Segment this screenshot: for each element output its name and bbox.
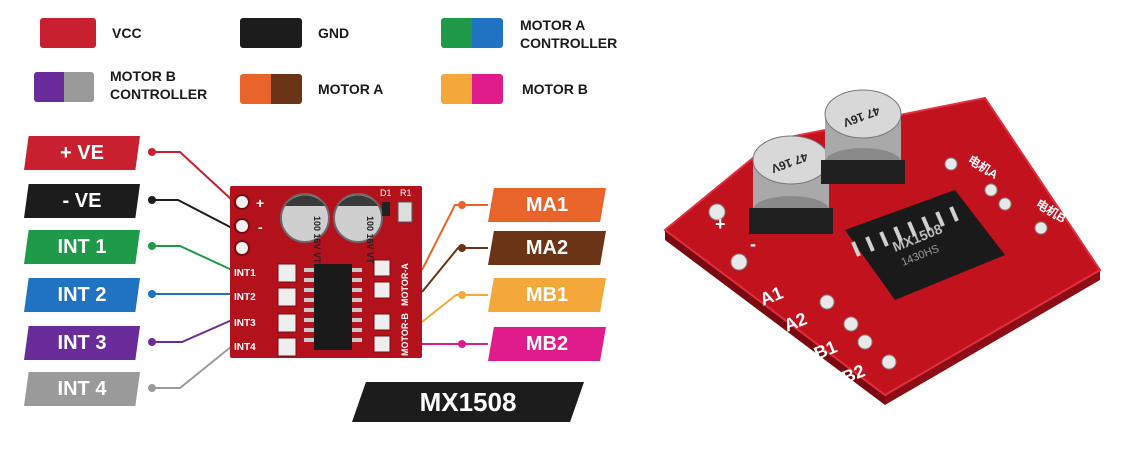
wire-int1 <box>152 246 232 270</box>
svg-text:INT3: INT3 <box>234 318 256 329</box>
product-photo: 47 16V 47 16V MX1508 1430HS + - 电机A 电机B … <box>655 80 1115 410</box>
photo-capacitor-1: 47 16V <box>749 136 833 234</box>
wire-mb1 <box>422 295 488 322</box>
pin-tag-int4: INT 4 <box>24 372 140 406</box>
wire-vcc <box>152 152 232 200</box>
module-title-banner: MX1508 <box>352 382 584 422</box>
pin-tag-mb1: MB1 <box>488 278 606 312</box>
board-d1-label: D1 <box>380 188 392 198</box>
board-plus-label: + <box>256 195 264 211</box>
board-motor-a-label: MOTOR-A <box>400 263 410 306</box>
module-board-diagram: + - 100 16V VT 100 16V VT D1 R1 INT1 INT… <box>230 186 430 366</box>
wire-ma2 <box>422 248 488 292</box>
board-minus-label: - <box>258 219 263 235</box>
pin-tag-int3: INT 3 <box>24 326 140 360</box>
board-r1-label: R1 <box>400 188 412 198</box>
photo-plus-label: + <box>715 214 726 234</box>
svg-text:INT2: INT2 <box>234 292 256 303</box>
wire-int4 <box>152 346 232 388</box>
pin-tag-vcc: + VE <box>24 136 140 170</box>
wire-ma1 <box>422 205 488 270</box>
board-motor-b-label: MOTOR-B <box>400 313 410 356</box>
pin-tag-ma2: MA2 <box>488 231 606 265</box>
svg-text:100 16V VT: 100 16V VT <box>312 216 322 264</box>
svg-text:INT1: INT1 <box>234 268 256 279</box>
wire-gnd <box>152 200 232 228</box>
pin-tag-gnd: - VE <box>24 184 140 218</box>
svg-text:INT4: INT4 <box>234 342 256 353</box>
pin-tag-int2: INT 2 <box>24 278 140 312</box>
wire-int3 <box>152 320 232 342</box>
pin-tag-mb2: MB2 <box>488 327 606 361</box>
pin-tag-ma1: MA1 <box>488 188 606 222</box>
photo-minus-label: - <box>750 234 756 254</box>
pin-tag-int1: INT 1 <box>24 230 140 264</box>
photo-capacitor-2: 47 16V <box>821 90 905 184</box>
svg-text:100 16V VT: 100 16V VT <box>365 216 375 264</box>
